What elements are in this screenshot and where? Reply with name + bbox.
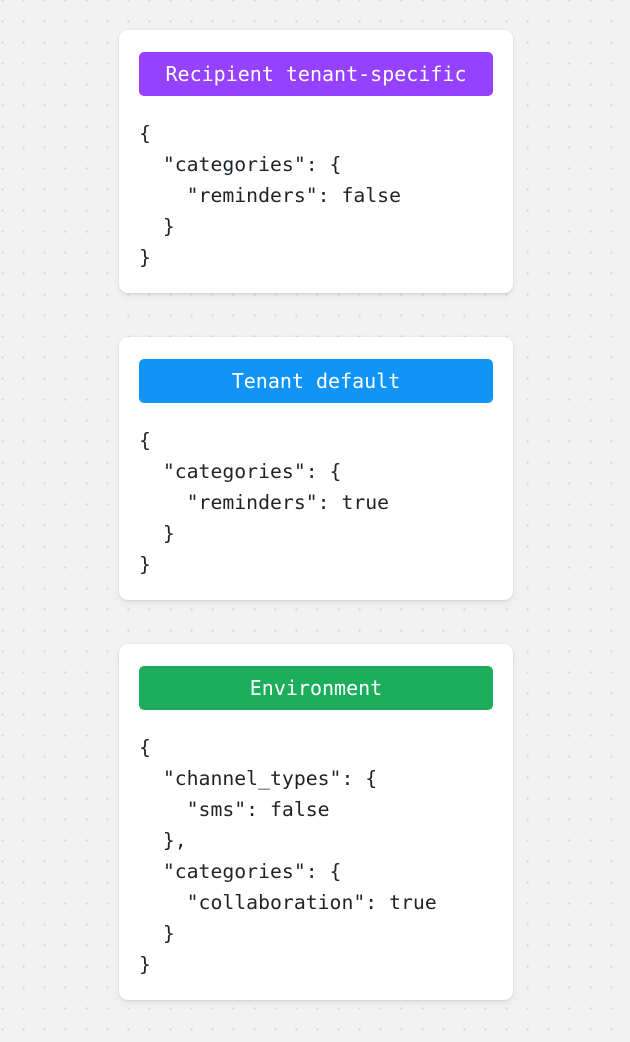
- code-block-tenant-default: { "categories": { "reminders": true } }: [139, 429, 390, 576]
- badge-recipient-tenant-specific: Recipient tenant-specific: [139, 52, 493, 96]
- code-block-recipient-tenant-specific: { "categories": { "reminders": false } }: [139, 122, 402, 269]
- card-recipient-tenant-specific: Recipient tenant-specific { "categories"…: [119, 30, 513, 293]
- preference-cards-stack: Recipient tenant-specific { "categories"…: [119, 30, 513, 1000]
- card-tenant-default: Tenant default { "categories": { "remind…: [119, 337, 513, 600]
- badge-tenant-default: Tenant default: [139, 359, 493, 403]
- badge-environment: Environment: [139, 666, 493, 710]
- code-block-environment: { "channel_types": { "sms": false }, "ca…: [139, 736, 437, 976]
- card-environment: Environment { "channel_types": { "sms": …: [119, 644, 513, 1000]
